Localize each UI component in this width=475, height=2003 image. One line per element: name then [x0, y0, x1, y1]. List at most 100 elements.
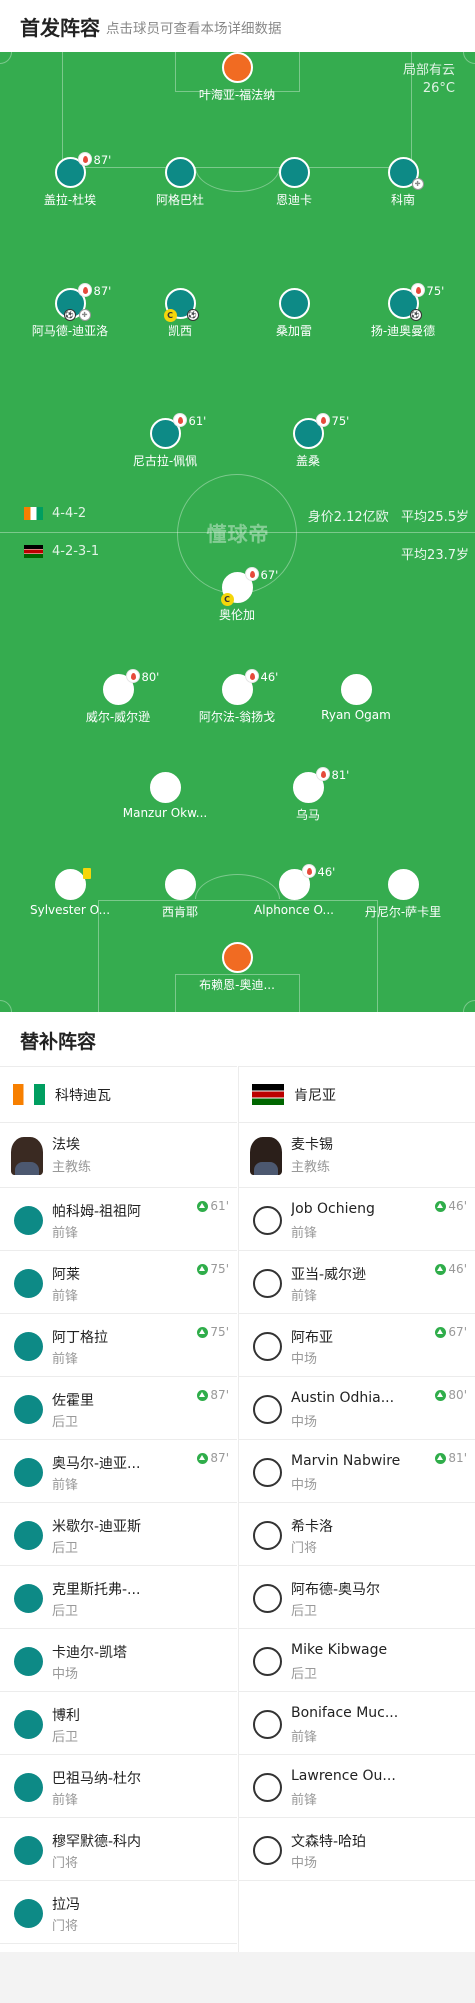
bench-player-position: 后卫	[52, 1415, 79, 1430]
bench-player-name: 博利	[52, 1708, 80, 1724]
bench-player-name: 卡迪尔-凯塔	[52, 1645, 128, 1661]
bench-player-position: 门将	[291, 1541, 318, 1556]
kit-icon: 87'	[54, 152, 111, 188]
player-home-mid-3[interactable]: 桑加雷	[229, 288, 359, 339]
bench-player-row[interactable]: 克里斯托弗-...后卫	[0, 1566, 237, 1629]
player-home-fwd-2[interactable]: 75'盖桑	[243, 413, 373, 469]
top-goal-box	[175, 52, 300, 92]
player-away-def-4[interactable]: 丹尼尔-萨卡里	[338, 869, 468, 920]
weather: 局部有云 26°C	[403, 62, 455, 98]
sub-on-arrow-icon	[435, 1326, 447, 1338]
player-away-def-2[interactable]: 西肯耶	[115, 869, 245, 920]
player-home-def-2[interactable]: 阿格巴杜	[115, 157, 245, 208]
player-home-def-1[interactable]: 87'盖拉-杜埃	[5, 152, 135, 208]
player-name: Manzur Okw...	[122, 806, 208, 820]
away-coach[interactable]: 麦卡锡主教练	[239, 1123, 475, 1188]
player-home-fwd-1[interactable]: 61'尼古拉-佩佩	[100, 413, 230, 469]
bench-player-name: 奥马尔-迪亚...	[52, 1456, 141, 1472]
bench-player-row[interactable]: 巴祖马纳-杜尔前锋	[0, 1755, 237, 1818]
bench-player-row[interactable]: 希卡洛门将	[239, 1503, 475, 1566]
bench-player-row[interactable]: 穆罕默德-科内门将	[0, 1818, 237, 1881]
bench-player-row[interactable]: 博利后卫	[0, 1692, 237, 1755]
player-away-am-1[interactable]: 80'威尔-威尔逊	[53, 669, 183, 725]
kit-icon: 87'⚽✚	[54, 283, 111, 321]
bench-player-row[interactable]: Boniface Muc...前锋	[239, 1692, 475, 1755]
player-away-def-1[interactable]: Sylvester O...	[5, 868, 135, 917]
bench-player-row[interactable]: 卡迪尔-凯塔中场	[0, 1629, 237, 1692]
away-team-value: 平均23.7岁	[401, 544, 469, 563]
sub-off-icon	[410, 283, 425, 297]
sub-on: 67'	[435, 1325, 467, 1339]
bench-player-position: 前锋	[291, 1289, 318, 1304]
bench-player-row[interactable]: 阿布德-奥马尔后卫	[239, 1566, 475, 1629]
away-formation: 4-2-3-1	[52, 544, 100, 559]
sub-on-arrow-icon	[197, 1263, 209, 1275]
player-home-mid-1[interactable]: 87'⚽✚阿马德-迪亚洛	[5, 283, 135, 339]
player-home-gk[interactable]: 叶海亚-福法纳	[172, 52, 302, 103]
bench-player-name: 穆罕默德-科内	[52, 1834, 142, 1850]
sub-on-arrow-icon	[197, 1326, 209, 1338]
player-away-dm-1[interactable]: Manzur Okw...	[100, 772, 230, 820]
player-away-dm-2[interactable]: 81' 乌马	[243, 767, 373, 823]
player-away-gk[interactable]: 布赖恩-奥迪...	[172, 942, 302, 993]
player-name: 乌马	[295, 808, 320, 822]
player-home-def-3[interactable]: 恩迪卡	[229, 157, 359, 208]
captain-icon: C	[220, 593, 234, 606]
player-home-mid-2[interactable]: C⚽凯西	[115, 288, 245, 339]
player-away-am-3[interactable]: Ryan Ogam	[291, 674, 421, 722]
player-name: 凯西	[167, 324, 192, 338]
player-home-mid-4[interactable]: 75'⚽扬-迪奥曼德	[338, 283, 468, 339]
yellow-card-icon	[82, 868, 91, 879]
bench-player-row[interactable]: 米歇尔-迪亚斯后卫	[0, 1503, 237, 1566]
bench-player-row[interactable]: 拉冯门将	[0, 1881, 237, 1944]
home-team-value: 身价2.12亿欧 平均25.5岁	[308, 506, 469, 525]
bench-player-name: 阿布亚	[291, 1330, 333, 1346]
bench-player-position: 中场	[291, 1415, 318, 1430]
player-name: 盖桑	[295, 454, 320, 468]
injury-icon: ✚	[78, 309, 91, 321]
corner-arc-tr	[463, 52, 475, 64]
player-away-am-2[interactable]: 46'阿尔法-翁扬戈	[172, 669, 302, 725]
kenya-flag-icon	[24, 545, 43, 558]
bench-player-position: 前锋	[52, 1478, 79, 1493]
sub-off-icon	[244, 669, 259, 683]
player-name: 阿格巴杜	[155, 193, 204, 207]
bench-player-position: 后卫	[291, 1604, 318, 1619]
sub-off-icon	[172, 413, 187, 427]
player-away-def-3[interactable]: 46'Alphonce O...	[229, 864, 359, 917]
bench-player-name: Job Ochieng	[291, 1201, 375, 1217]
sub-on-minute: 87'	[210, 1388, 229, 1402]
player-name: 扬-迪奥曼德	[370, 324, 436, 338]
away-bench-header: 肯尼亚	[239, 1066, 475, 1123]
bench-player-position: 前锋	[52, 1793, 79, 1808]
kit-icon	[253, 1332, 282, 1361]
bench-player-row[interactable]: Lawrence Ou...前锋	[239, 1755, 475, 1818]
avatar	[11, 1137, 43, 1175]
kit-icon	[14, 1899, 43, 1928]
bench-player-row[interactable]: 文森特-哈珀中场	[239, 1818, 475, 1881]
sub-on-arrow-icon	[435, 1452, 447, 1464]
bench-player-position: 后卫	[52, 1604, 79, 1619]
coach-role: 主教练	[291, 1160, 331, 1175]
home-coach[interactable]: 法埃主教练	[0, 1123, 237, 1188]
bench-player-name: 米歇尔-迪亚斯	[52, 1519, 142, 1535]
kenya-flag-icon	[252, 1084, 284, 1105]
sub-minute: 81'	[331, 768, 350, 782]
sub-on-minute: 75'	[210, 1262, 229, 1276]
bench-player-name: Mike Kibwage	[291, 1642, 388, 1658]
player-home-def-4[interactable]: ✚科南	[338, 157, 468, 208]
player-name: 奥伦加	[218, 608, 255, 622]
sub-on-arrow-icon	[435, 1263, 447, 1275]
